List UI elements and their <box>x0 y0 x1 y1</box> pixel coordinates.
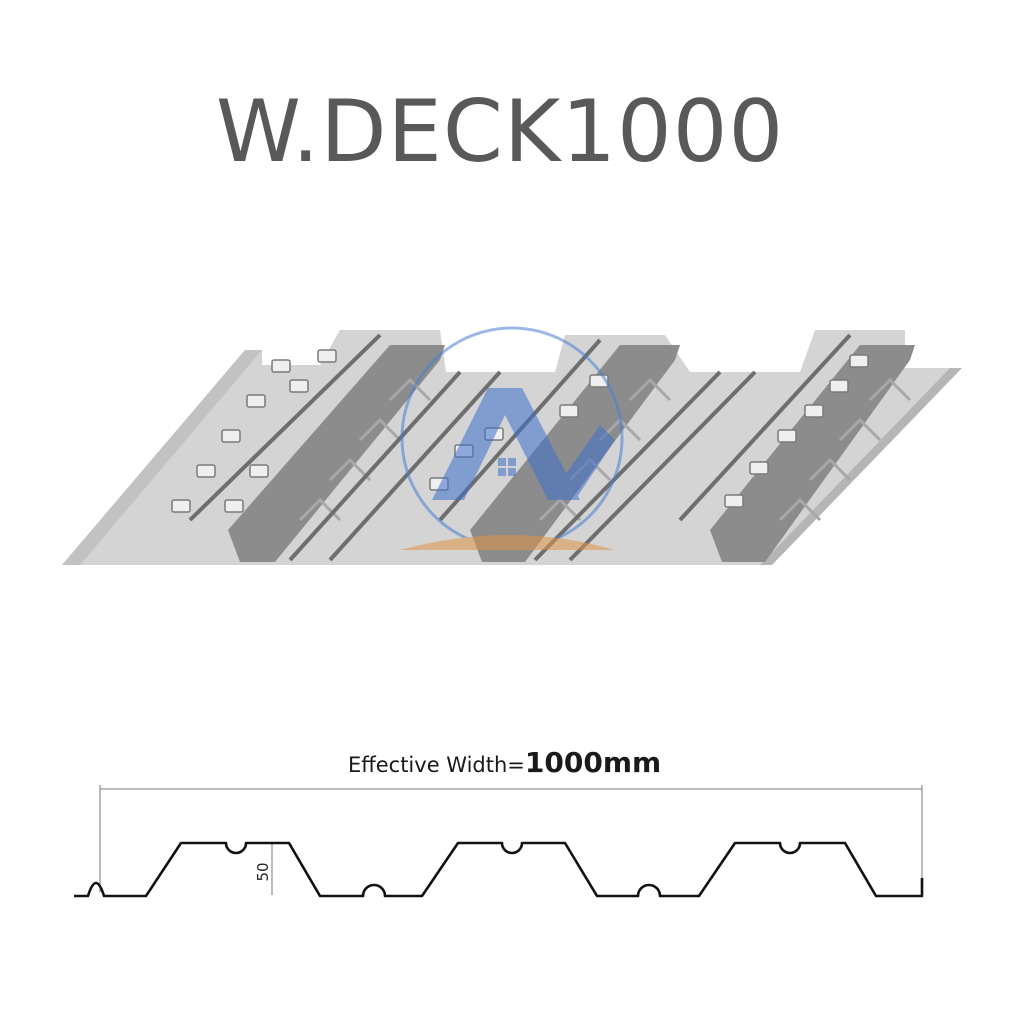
page-title: W.DECK1000 <box>215 82 785 182</box>
profile-outline <box>74 841 924 898</box>
effective-width-value: 1000mm <box>524 746 662 779</box>
deck-rib-2 <box>470 345 680 562</box>
deck-embossments <box>171 349 869 513</box>
effective-width-prefix: Effective Width= <box>348 753 525 777</box>
profile-drawing: 50 <box>74 785 924 898</box>
deck-sheet-illustration <box>62 326 962 565</box>
watermark-logo-icon <box>400 326 624 550</box>
effective-width-label: Effective Width=1000mm <box>348 746 661 779</box>
deck-rib-3 <box>710 345 915 562</box>
deck-edge-flange <box>62 350 262 565</box>
deck-edge-lip <box>760 368 962 565</box>
width-dimension-line <box>99 785 923 892</box>
rib-height-label: 50 <box>254 862 272 881</box>
